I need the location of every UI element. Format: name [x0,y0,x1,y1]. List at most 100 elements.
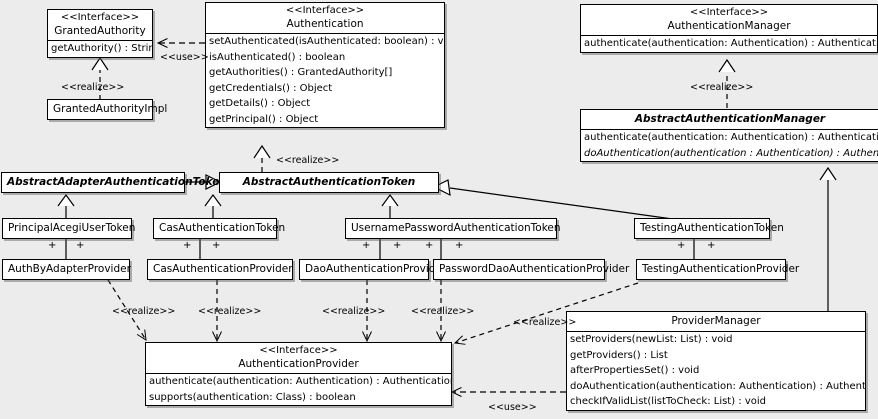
class-name: GrantedAuthorityImpl [53,103,168,115]
class-header: AbstractAuthenticationToken [220,173,438,192]
class-header: TestingAuthenticationToken [635,219,784,238]
class-authentication-provider[interactable]: <<Interface>> AuthenticationProvider aut… [145,342,452,406]
class-header: AbstractAuthenticationManager [581,110,878,129]
operations-compartment: setAuthenticated(isAuthenticated: boolea… [206,33,444,127]
class-abstract-adapter-authentication-token[interactable]: AbstractAdapterAuthenticationToken [1,172,227,193]
multiplicity-marker: + [212,240,221,251]
class-header: ProviderManager [567,312,865,331]
class-name: AbstractAuthenticationToken [242,176,416,188]
class-authentication-manager[interactable]: <<Interface>> AuthenticationManager auth… [580,4,878,53]
stereotype-label: <<Interface>> [689,7,769,18]
operation: setAuthenticated(isAuthenticated: boolea… [209,36,444,47]
class-header: <<Interface>> AuthenticationProvider [146,343,451,373]
operations-compartment: authenticate(authentication: Authenticat… [581,129,878,161]
edge-tat-extends-aat [432,179,695,223]
edge-label-use: <<use>> [160,52,209,63]
class-abstract-authentication-manager[interactable]: AbstractAuthenticationManager authentica… [580,109,878,162]
class-header: CasAuthenticationToken [154,219,286,238]
class-name: CasAuthenticationToken [159,222,286,234]
multiplicity-marker: + [76,240,85,251]
operations-compartment: setProviders(newList: List) : void getPr… [567,331,865,410]
multiplicity-marker: + [183,240,192,251]
edge-pat-extends-aaat [57,193,75,218]
multiplicity-marker: + [48,240,57,251]
class-header: PrincipalAcegiUserToken [3,219,136,238]
class-name: TestingAuthenticationProvider [642,263,800,275]
class-name: TestingAuthenticationToken [640,222,784,234]
operation: setProviders(newList: List) : void [570,334,733,345]
stereotype-label: <<Interface>> [60,12,140,23]
edge-label-realize: <<realize>> [61,82,125,93]
operations-compartment: authenticate(authentication: Authenticat… [581,35,877,52]
edge-gai-realizes-ga [91,56,109,100]
class-name: GrantedAuthority [54,25,146,37]
operation: checkIfValidList(listToCheck: List) : vo… [570,396,767,407]
class-abstract-authentication-token[interactable]: AbstractAuthenticationToken [219,172,439,193]
edge-upat-extends-aat [381,193,399,218]
class-name: CasAuthenticationProvider [153,263,293,275]
operations-compartment: getAuthority() : String [48,40,152,57]
stereotype-label: <<Interface>> [259,345,338,356]
class-name: AuthenticationManager [667,20,791,32]
class-name: AbstractAdapterAuthenticationToken [7,176,227,188]
class-header: <<Interface>> GrantedAuthority [48,10,152,40]
class-granted-authority[interactable]: <<Interface>> GrantedAuthority getAuthor… [47,9,153,58]
multiplicity-marker: + [362,240,371,251]
class-name: AbstractAuthenticationManager [634,113,826,125]
class-header: <<Interface>> AuthenticationManager [581,5,877,35]
stereotype-label: <<Interface>> [285,5,365,16]
class-testing-authentication-provider[interactable]: TestingAuthenticationProvider [636,259,800,280]
operation: getCredentials() : Object [209,82,333,94]
multiplicity-marker: + [707,240,716,251]
class-header: DaoAuthenticationProvider [300,260,447,279]
class-name: Authentication [286,18,364,30]
edge-label-use: <<use>> [488,402,537,413]
edge-label-realize: <<realize>> [322,306,386,317]
operation: getAuthorities() : GrantedAuthority[] [209,67,393,78]
edge-label-realize: <<realize>> [112,306,176,317]
operation: isAuthenticated() : boolean [209,51,346,63]
operation: getDetails() : Object [209,98,311,109]
class-principal-acegi-user-token[interactable]: PrincipalAcegiUserToken [2,218,136,239]
edge-label-realize: <<realize>> [198,306,262,317]
class-cas-authentication-token[interactable]: CasAuthenticationToken [153,218,286,239]
operation: getPrincipal() : Object [209,113,319,125]
class-header: AbstractAdapterAuthenticationToken [2,173,227,192]
class-header: <<Interface>> Authentication [206,3,444,33]
operations-compartment: authenticate(authentication: Authenticat… [146,373,451,405]
class-header: UsernamePasswordAuthenticationToken [346,219,561,238]
multiplicity-marker: + [425,240,434,251]
class-cas-authentication-provider[interactable]: CasAuthenticationProvider [147,259,293,280]
class-header: GrantedAuthorityImpl [48,100,168,119]
class-name: PasswordDaoAuthenticationProvider [439,263,630,275]
operation: doAuthentication(authentication: Authent… [570,380,865,392]
class-auth-by-adapter-provider[interactable]: AuthByAdapterProvider [2,259,131,280]
class-name: AuthenticationProvider [238,358,359,370]
class-username-password-authentication-token[interactable]: UsernamePasswordAuthenticationToken [345,218,561,239]
class-testing-authentication-token[interactable]: TestingAuthenticationToken [634,218,784,239]
class-password-dao-authentication-provider[interactable]: PasswordDaoAuthenticationProvider [433,259,630,280]
operation: authenticate(authentication: Authenticat… [584,132,878,143]
operation: doAuthentication(authentication : Authen… [584,147,878,159]
operation: authenticate(authentication: Authenticat… [149,376,451,387]
class-header: CasAuthenticationProvider [148,260,293,279]
operation: authenticate(authentication: Authenticat… [584,38,877,49]
class-authentication[interactable]: <<Interface>> Authentication setAuthenti… [205,2,445,128]
multiplicity-marker: + [677,240,686,251]
class-name: PrincipalAcegiUserToken [8,222,136,234]
class-header: AuthByAdapterProvider [3,260,131,279]
edge-label-realize: <<realize>> [513,317,577,328]
class-header: TestingAuthenticationProvider [637,260,800,279]
edge-aat-realizes-authentication [253,144,271,172]
multiplicity-marker: + [393,240,402,251]
operation: getProviders() : List [570,349,668,361]
edge-label-realize: <<realize>> [411,306,475,317]
class-name: AuthByAdapterProvider [8,263,131,275]
class-dao-authentication-provider[interactable]: DaoAuthenticationProvider [299,259,447,280]
class-name: DaoAuthenticationProvider [305,263,447,275]
class-provider-manager[interactable]: ProviderManager setProviders(newList: Li… [566,311,866,411]
edge-cat-extends-aat [204,193,222,218]
edge-pm-extends-aam [819,166,837,312]
class-granted-authority-impl[interactable]: GrantedAuthorityImpl [47,99,168,120]
